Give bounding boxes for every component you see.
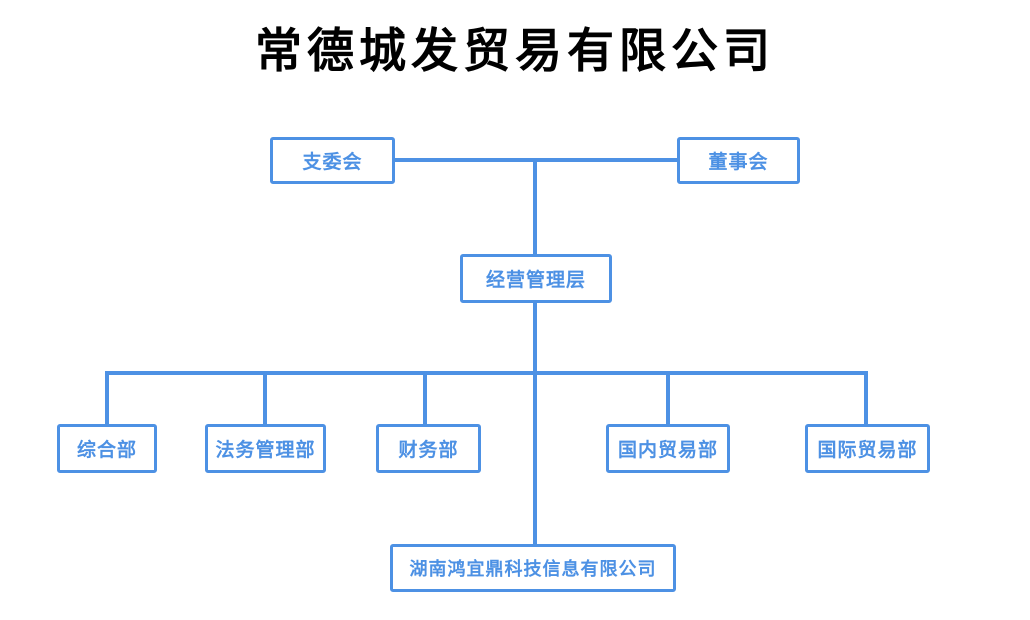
- connector-drop-legal-dept: [263, 371, 267, 424]
- org-node-finance-dept: 财务部: [376, 424, 481, 473]
- org-node-management-level: 经营管理层: [460, 254, 612, 303]
- connector-top-vertical: [533, 158, 537, 254]
- org-node-branch-committee: 支委会: [270, 137, 395, 184]
- connector-drop-domestic-trade-dept: [666, 371, 670, 424]
- connector-drop-finance-dept: [423, 371, 427, 424]
- page-title: 常德城发贸易有限公司: [255, 26, 775, 78]
- org-node-domestic-trade-dept: 国内贸易部: [606, 424, 730, 473]
- connector-center-vertical: [533, 303, 537, 544]
- connector-drop-international-trade-dept: [864, 371, 868, 424]
- connector-drop-general-dept: [105, 371, 109, 424]
- connector-distribution-bar: [105, 371, 868, 375]
- org-node-board-of-directors: 董事会: [677, 137, 800, 184]
- org-node-general-dept: 综合部: [57, 424, 157, 473]
- org-node-international-trade-dept: 国际贸易部: [805, 424, 930, 473]
- org-node-subsidiary-company: 湖南鸿宜鼎科技信息有限公司: [390, 544, 676, 592]
- org-node-legal-management-dept: 法务管理部: [205, 424, 326, 473]
